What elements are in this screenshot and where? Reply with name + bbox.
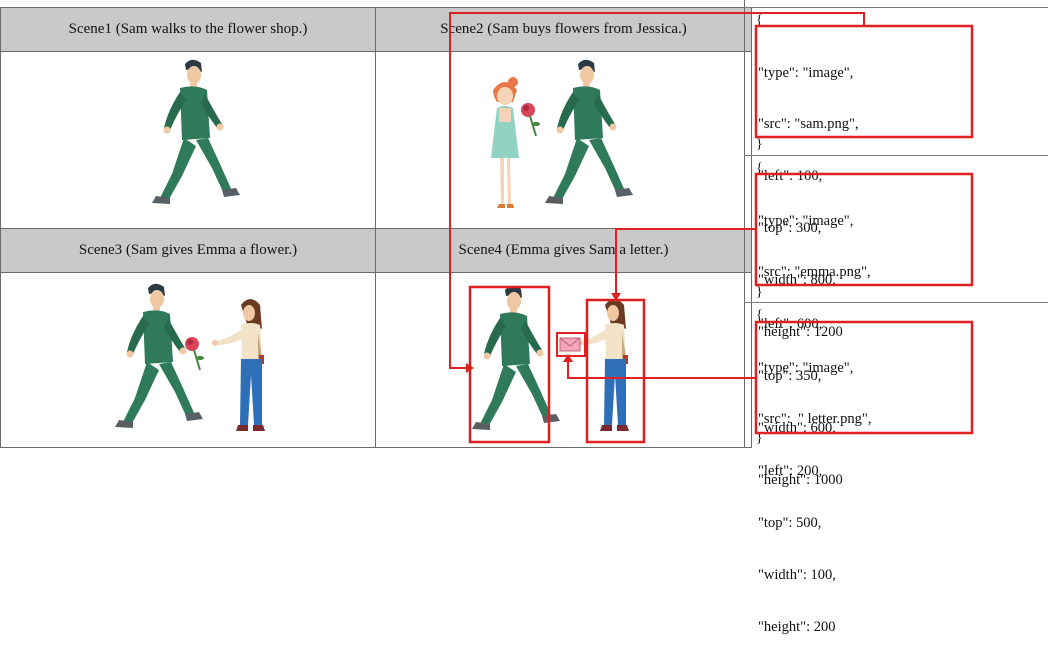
json3-open-brace: { bbox=[756, 308, 763, 323]
json-separator-1 bbox=[744, 155, 1048, 156]
json1-close-brace: } bbox=[756, 137, 763, 152]
scene1-header: Scene1 (Sam walks to the flower shop.) bbox=[0, 7, 376, 52]
storyboard-grid: Scene1 (Sam walks to the flower shop.) S… bbox=[0, 0, 752, 448]
scene3-caption: Scene3 (Sam gives Emma a flower.) bbox=[78, 242, 298, 258]
scene3-panel bbox=[0, 272, 376, 448]
scene4-panel bbox=[375, 272, 752, 448]
scene4-caption: Scene4 (Emma gives Sam a letter.) bbox=[458, 242, 669, 258]
json2-open-brace: { bbox=[756, 161, 763, 176]
json3-body: "type": "image", "src": " letter.png", "… bbox=[758, 325, 871, 654]
json2-line: "type": "image", bbox=[758, 212, 854, 229]
scene4-header: Scene4 (Emma gives Sam a letter.) bbox=[375, 228, 752, 273]
json-separator-2 bbox=[744, 302, 1048, 303]
json3-line: "width": 100, bbox=[758, 567, 836, 584]
scene1-caption: Scene1 (Sam walks to the flower shop.) bbox=[68, 21, 308, 37]
scene2-caption: Scene2 (Sam buys flowers from Jessica.) bbox=[440, 21, 687, 37]
json3-close-brace: } bbox=[756, 431, 763, 446]
json1-open-brace: { bbox=[756, 13, 763, 28]
scene2-header: Scene2 (Sam buys flowers from Jessica.) bbox=[375, 7, 752, 52]
json3-line: "left": 200, bbox=[758, 463, 823, 480]
json3-line: "src": " letter.png", bbox=[758, 411, 872, 428]
scene1-panel bbox=[0, 51, 376, 229]
json2-line: "src": "emma.png", bbox=[758, 264, 871, 281]
json3-line: "type": "image", bbox=[758, 359, 854, 376]
scene3-header: Scene3 (Sam gives Emma a flower.) bbox=[0, 228, 376, 273]
json1-line: "type": "image", bbox=[758, 64, 854, 81]
json3-line: "height": 200 bbox=[758, 619, 836, 636]
json2-close-brace: } bbox=[756, 285, 763, 300]
json3-line: "top": 500, bbox=[758, 515, 822, 532]
json-top-border bbox=[744, 7, 1048, 8]
json1-line: "src": "sam.png", bbox=[758, 116, 859, 133]
scene2-panel bbox=[375, 51, 752, 229]
